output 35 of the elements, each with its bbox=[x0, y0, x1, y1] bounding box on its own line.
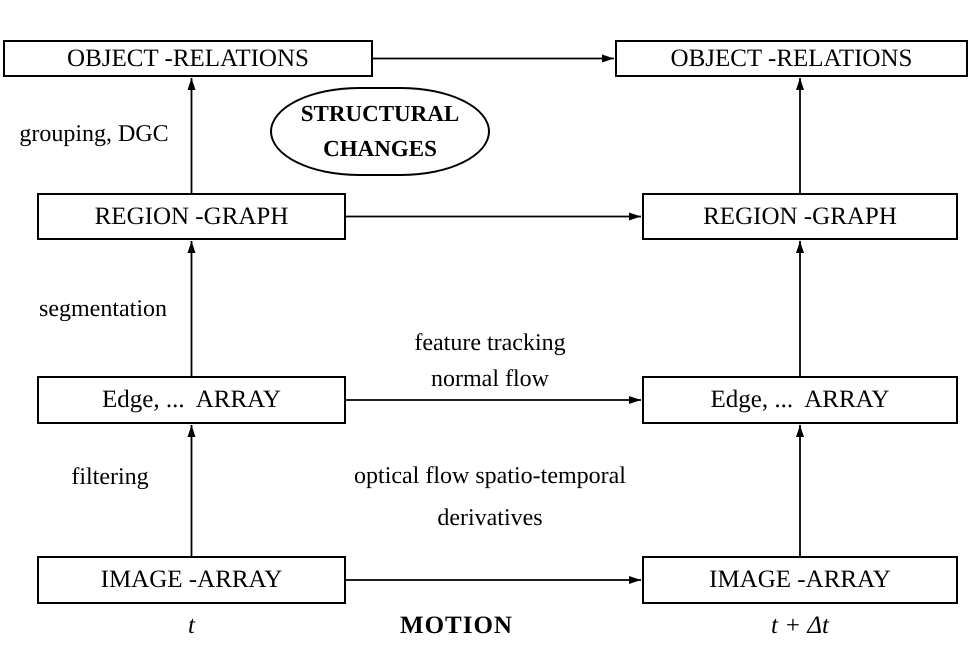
node-text: STRUCTURAL CHANGES bbox=[300, 100, 460, 162]
arrow bbox=[188, 78, 196, 193]
arrow bbox=[796, 78, 804, 193]
arrow bbox=[188, 425, 196, 556]
node-text: REGION -GRAPH bbox=[94, 202, 288, 232]
arrow bbox=[796, 241, 804, 376]
edge-label: filtering bbox=[70, 463, 150, 492]
process-box bbox=[642, 193, 958, 240]
process-box bbox=[3, 40, 373, 77]
process-box bbox=[37, 193, 346, 240]
process-box bbox=[642, 376, 958, 424]
edge-label: feature tracking normal flow bbox=[413, 329, 567, 394]
node-text: REGION -GRAPH bbox=[703, 202, 897, 232]
node-text: OBJECT -RELATIONS bbox=[67, 44, 309, 74]
node-text: IMAGE -ARRAY bbox=[100, 565, 282, 596]
process-box bbox=[615, 40, 968, 77]
process-box bbox=[37, 556, 346, 604]
node-text: Edge, ... ARRAY bbox=[102, 385, 281, 416]
time-label: t bbox=[187, 612, 196, 640]
node-text: OBJECT -RELATIONS bbox=[670, 44, 912, 74]
arrow bbox=[796, 425, 804, 556]
edge-label: grouping, DGC bbox=[18, 120, 170, 149]
process-box bbox=[642, 556, 958, 604]
arrow bbox=[346, 396, 641, 404]
arrow bbox=[346, 576, 641, 584]
process-box bbox=[37, 376, 346, 424]
edge-label: optical flow spatio-temporal derivatives bbox=[353, 462, 627, 533]
time-label: t + Δt bbox=[770, 612, 830, 640]
arrow bbox=[346, 212, 641, 220]
node-text: IMAGE -ARRAY bbox=[709, 565, 891, 596]
edge-label: segmentation bbox=[38, 295, 168, 324]
caption-label: MOTION bbox=[400, 612, 513, 640]
arrow bbox=[373, 54, 614, 62]
arrow bbox=[188, 241, 196, 376]
node-text: Edge, ... ARRAY bbox=[710, 385, 890, 416]
